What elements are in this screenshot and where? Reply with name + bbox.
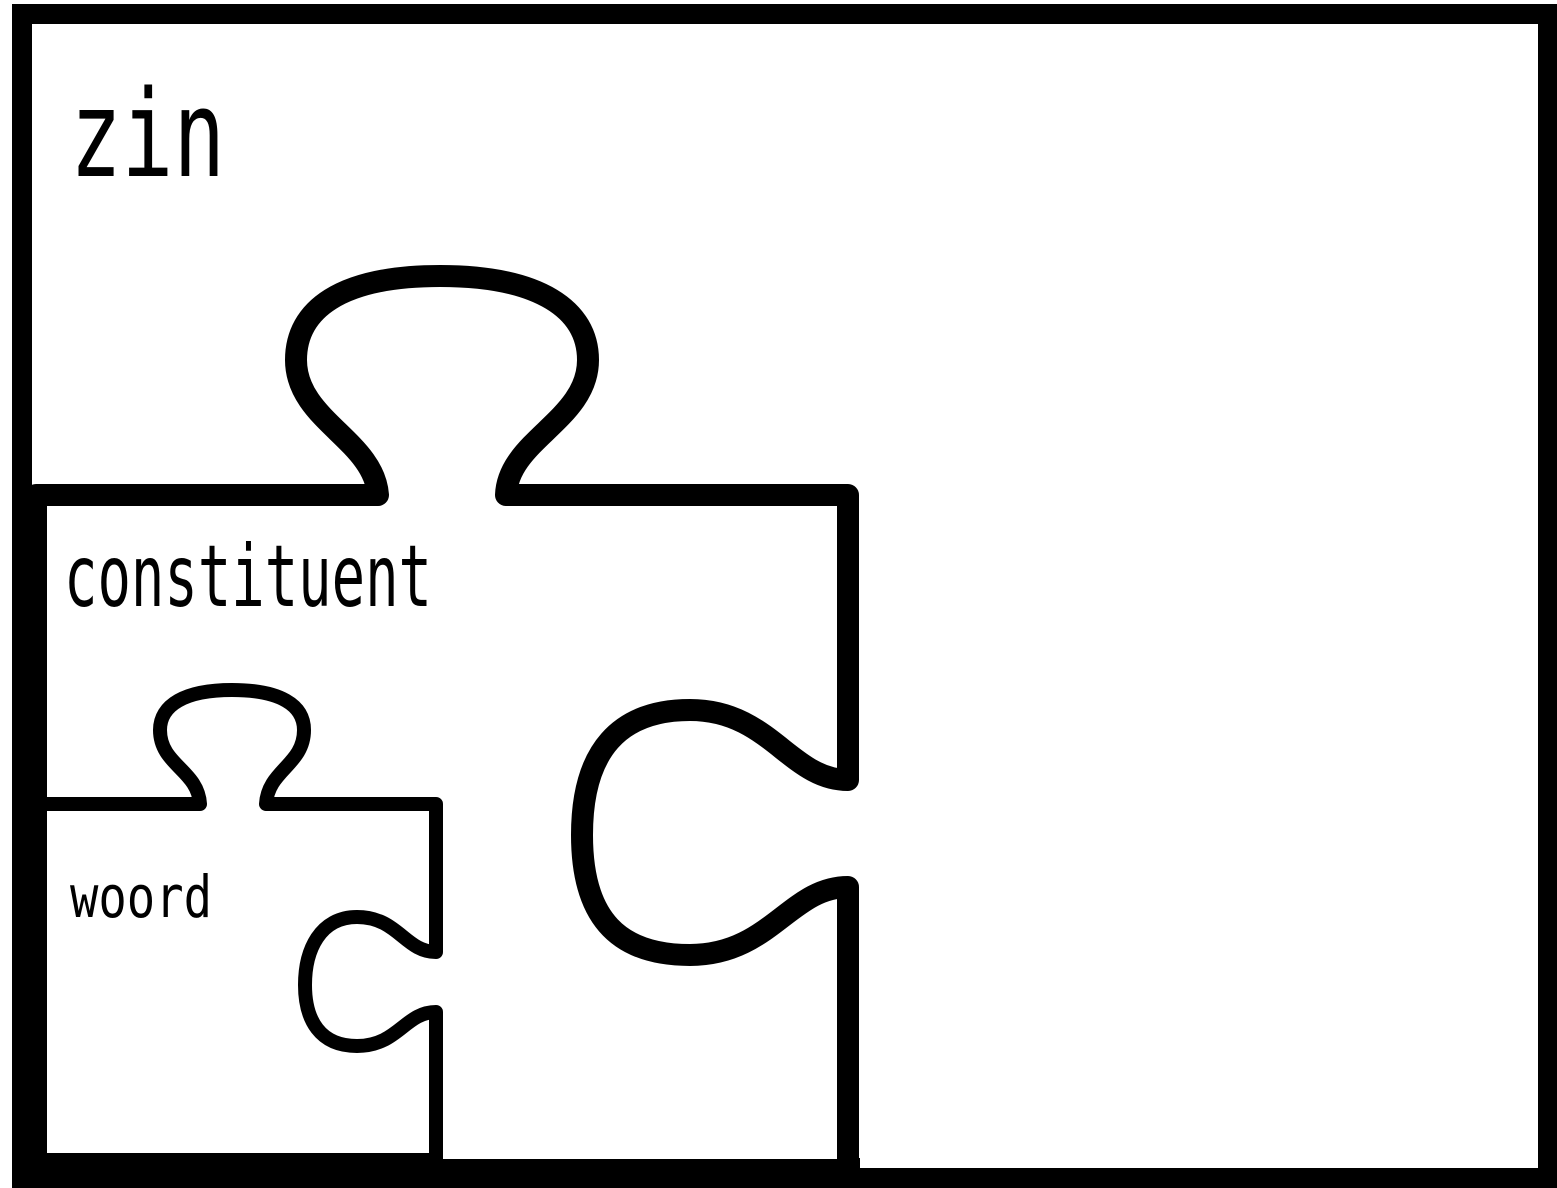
woord-puzzle-piece (33, 683, 443, 1167)
zin-label: zin (70, 66, 225, 205)
constituent-label: constituent (64, 527, 432, 627)
woord-label: woord (70, 863, 212, 931)
